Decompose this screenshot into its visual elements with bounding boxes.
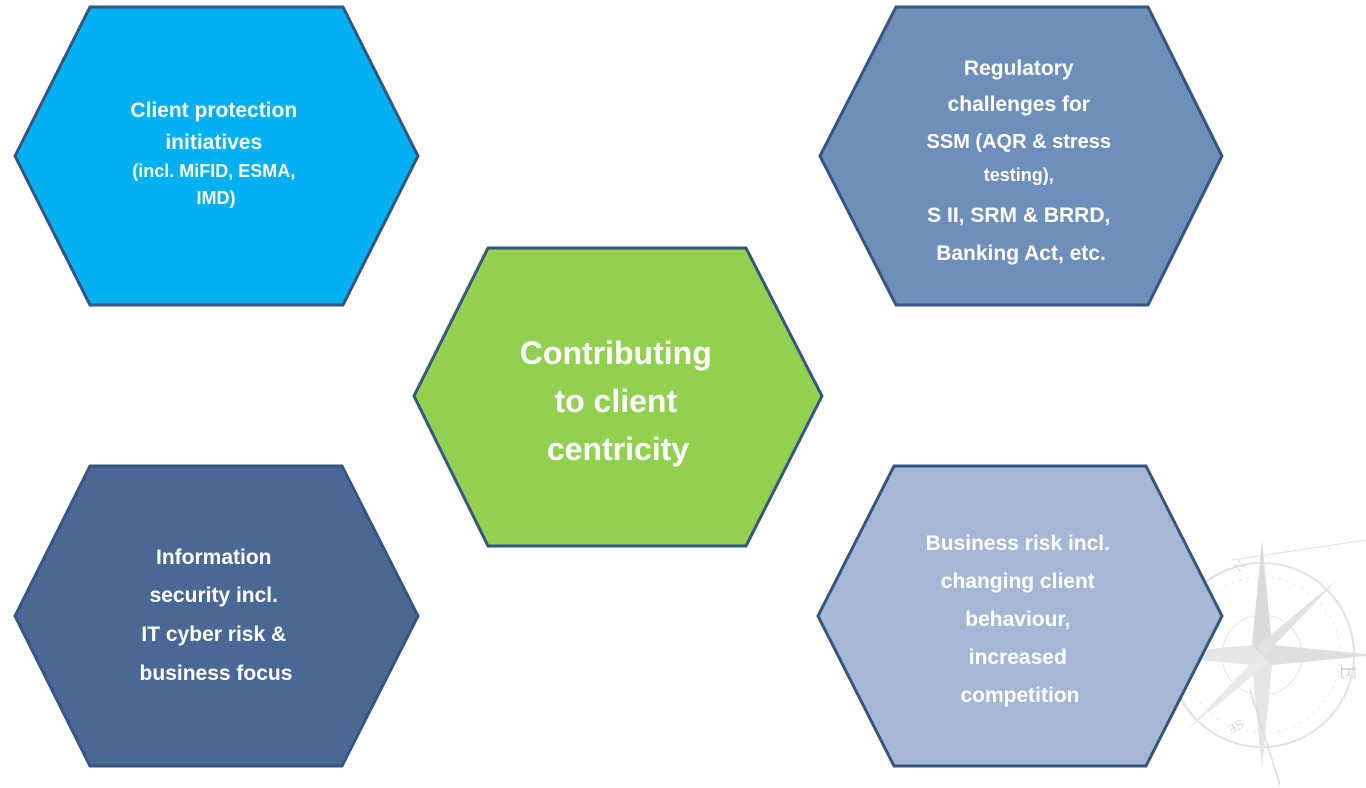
regulatory-line-1: Regulatory (964, 57, 1074, 80)
information-security-line-1: Information (156, 546, 272, 569)
business-risk-line-1: Business risk incl. (926, 532, 1110, 555)
hexagon-center: Contributing to client centricity (412, 246, 824, 548)
information-security-line-3: IT cyber risk & (141, 623, 286, 646)
hexagon-center-shape (412, 246, 824, 548)
business-risk-line-3: behaviour, (965, 608, 1070, 631)
hexagon-business-risk: Business risk incl. changing client beha… (816, 464, 1224, 768)
hexagon-regulatory-shape (818, 5, 1224, 307)
information-security-line-4: business focus (140, 662, 293, 685)
regulatory-line-2: challenges for (948, 93, 1090, 116)
hexagon-regulatory-label: Regulatory challenges for SSM (AQR & str… (927, 57, 1116, 265)
information-security-line-2: security incl. (150, 584, 278, 607)
hexagon-information-security-shape (13, 464, 420, 768)
hexagon-client-protection: Client protection initiatives (incl. MiF… (13, 5, 420, 307)
hexagon-client-protection-shape (13, 5, 420, 307)
hexagon-regulatory: Regulatory challenges for SSM (AQR & str… (818, 5, 1224, 307)
regulatory-line-3: SSM (AQR & stress (927, 131, 1112, 153)
client-protection-line-2: initiatives (165, 131, 262, 154)
client-protection-line-4: IMD) (197, 188, 236, 208)
hexagon-business-risk-shape (816, 464, 1224, 768)
client-protection-line-3: (incl. MiFID, ESMA, (132, 161, 295, 181)
regulatory-line-4: testing), (984, 165, 1054, 185)
business-risk-line-4: increased (969, 646, 1067, 669)
hexagon-business-risk-label: Business risk incl. changing client beha… (926, 532, 1115, 707)
hexagon-center-label: Contributing to client centricity (520, 335, 716, 467)
compass-letter-e: E (1336, 665, 1360, 680)
compass-letter-se: SE (1225, 716, 1247, 737)
regulatory-line-5: S II, SRM & BRRD, (927, 204, 1110, 227)
hexagon-information-security: Information security incl. IT cyber risk… (13, 464, 420, 768)
hexagon-client-protection-label: Client protection initiatives (incl. MiF… (130, 99, 301, 208)
center-line-2: to client (554, 383, 677, 419)
business-risk-line-2: changing client (941, 570, 1095, 593)
center-line-1: Contributing (520, 335, 712, 371)
center-line-3: centricity (547, 431, 689, 467)
business-risk-line-5: competition (961, 684, 1080, 707)
hexagon-information-security-label: Information security incl. IT cyber risk… (140, 546, 293, 685)
client-protection-line-1: Client protection (130, 99, 297, 122)
regulatory-line-6: Banking Act, etc. (936, 242, 1106, 265)
